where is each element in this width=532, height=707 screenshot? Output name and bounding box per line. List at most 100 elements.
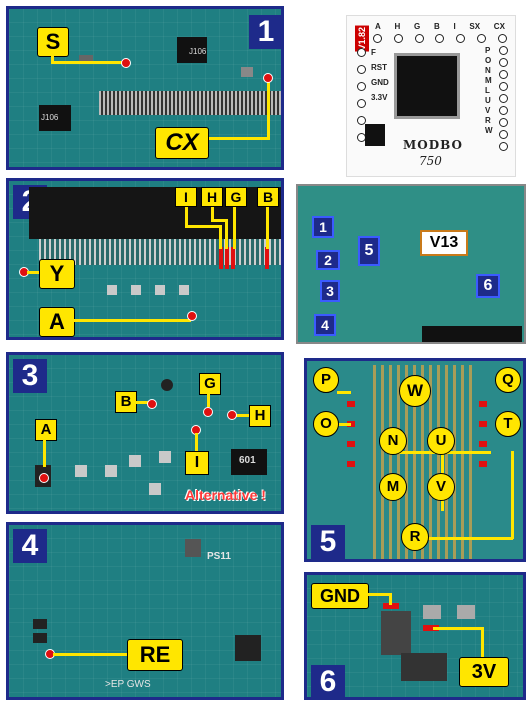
- pad: [131, 285, 141, 295]
- solder-point-H: [227, 410, 237, 420]
- pin-label: P: [485, 46, 491, 55]
- leader-line: [53, 653, 129, 656]
- label-3V: 3V: [459, 657, 509, 687]
- red-pad: [479, 421, 487, 427]
- overview-marker-6: 6: [476, 274, 500, 298]
- solder-point-A: [39, 473, 49, 483]
- component: [185, 539, 201, 557]
- right-pin-labels: P O N M L U V R W: [485, 46, 493, 135]
- label-B: B: [115, 391, 137, 413]
- panel-2: 2 I H G B Y A: [6, 178, 284, 340]
- panel-6: 6 GND 3V: [304, 572, 526, 700]
- chip-label: 601: [239, 455, 256, 466]
- pin-label: O: [485, 56, 492, 65]
- component: [381, 611, 411, 655]
- red-pin: [219, 247, 223, 269]
- pin-label: V: [485, 106, 491, 115]
- pin-label: RST: [371, 63, 387, 72]
- panel-5: 5 P O W N M U V Q T R: [304, 358, 526, 562]
- model-text: 750: [419, 154, 442, 168]
- solder-point-G: [203, 407, 213, 417]
- label-O: O: [313, 411, 339, 437]
- chip: [177, 37, 207, 63]
- pin-label: B: [433, 22, 440, 31]
- solder-point-A: [187, 311, 197, 321]
- leader-line: [51, 61, 123, 64]
- pin-label: W: [485, 126, 493, 135]
- red-pad: [383, 603, 399, 609]
- connector: [99, 91, 281, 115]
- red-pin: [265, 247, 269, 269]
- pad: [75, 465, 87, 477]
- top-pin-holes: [373, 34, 507, 43]
- component: [33, 619, 47, 629]
- panel-number: 1: [249, 15, 281, 49]
- panel-number: 5: [311, 525, 345, 559]
- label-T: T: [495, 411, 521, 437]
- silkscreen-text: PS11: [207, 551, 231, 562]
- pin-label: A: [375, 22, 381, 31]
- label-H: H: [201, 187, 223, 207]
- pad: [159, 451, 171, 463]
- label-G: G: [225, 187, 247, 207]
- label-W: W: [399, 375, 431, 407]
- solder-point-CX: [263, 73, 273, 83]
- pad: [457, 605, 475, 619]
- label-A: A: [35, 419, 57, 441]
- label-GND: GND: [311, 583, 369, 609]
- label-RE: RE: [127, 639, 183, 671]
- mount-hole: [161, 379, 173, 391]
- label-N: N: [379, 427, 407, 455]
- left-pin-labels: F RST GND 3.3V: [371, 48, 389, 102]
- panel-number: 6: [311, 665, 345, 697]
- panel-4: 4 PS11 >EP GWS RE: [6, 522, 284, 700]
- leader-line: [337, 391, 351, 394]
- modbo-chip-diagram: V1.82 A H G B I SX CX F RST GND 3.3V P O…: [346, 15, 516, 177]
- label-M: M: [379, 473, 407, 501]
- red-pad: [347, 441, 355, 447]
- leader-line: [43, 439, 46, 467]
- pin-label: M: [485, 76, 492, 85]
- pin-label: I: [453, 22, 456, 31]
- label-P: P: [313, 367, 339, 393]
- pad: [105, 465, 117, 477]
- overview-marker-1: 1: [312, 216, 334, 238]
- board-version-label: V13: [420, 230, 468, 256]
- right-pin-holes: [499, 46, 508, 151]
- chip: [39, 105, 71, 131]
- pin-label: L: [485, 86, 490, 95]
- label-H: H: [249, 405, 271, 427]
- component: [401, 653, 447, 681]
- leader-line: [337, 423, 351, 426]
- pad: [423, 605, 441, 619]
- red-pad: [479, 441, 487, 447]
- overview-marker-4: 4: [314, 314, 336, 336]
- leader-line: [389, 593, 392, 605]
- pin-label: 3.3V: [371, 93, 388, 102]
- overview-board: V13 1 2 3 4 5 6: [296, 184, 526, 344]
- component: [33, 633, 47, 643]
- leader-line: [207, 393, 210, 407]
- leader-line: [205, 137, 270, 140]
- leader-line: [433, 627, 483, 630]
- label-CX: CX: [155, 127, 209, 159]
- connector-block: [422, 326, 522, 342]
- label-S: S: [37, 27, 69, 57]
- panel-3: 3 601 A B G H I Alternative !: [6, 352, 284, 514]
- red-pad: [347, 421, 355, 427]
- component: [241, 67, 253, 77]
- leader-line: [135, 401, 149, 404]
- label-G: G: [199, 373, 221, 395]
- leader-line: [73, 319, 191, 322]
- leader-line: [195, 433, 198, 451]
- solder-point-S: [121, 58, 131, 68]
- ic-pins: [39, 239, 281, 265]
- leader-line: [266, 205, 269, 249]
- chip-label: J106: [189, 47, 207, 56]
- panel-number: 4: [13, 529, 47, 563]
- pin-label: N: [485, 66, 491, 75]
- pin-label: CX: [493, 22, 505, 31]
- pin-label: SX: [469, 22, 481, 31]
- panel-number: 3: [13, 359, 47, 393]
- leader-line: [233, 205, 236, 249]
